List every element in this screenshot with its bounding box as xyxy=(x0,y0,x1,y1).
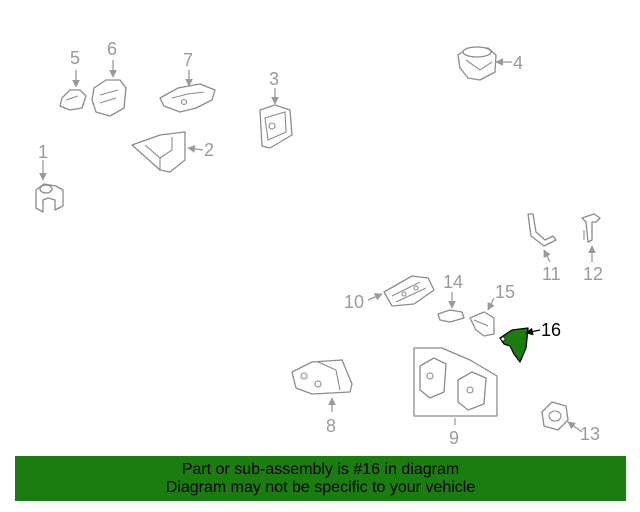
callout-2: 2 xyxy=(204,140,214,160)
callout-8: 8 xyxy=(326,416,336,436)
part-15[interactable]: 15 xyxy=(469,282,515,337)
part-6[interactable]: 6 xyxy=(91,39,127,117)
part-13[interactable]: 13 xyxy=(541,401,600,444)
part-16-highlighted[interactable]: 16 xyxy=(499,320,561,363)
callout-16: 16 xyxy=(541,320,561,340)
part-11[interactable]: 11 xyxy=(527,213,561,284)
part-9[interactable]: 9 xyxy=(413,347,498,448)
callout-10: 10 xyxy=(344,292,364,312)
callout-4: 4 xyxy=(513,53,523,73)
callout-12: 12 xyxy=(583,264,603,284)
part-12[interactable]: 12 xyxy=(581,213,603,284)
part-1[interactable]: 1 xyxy=(35,142,64,213)
callout-6: 6 xyxy=(107,39,117,59)
callout-14: 14 xyxy=(443,272,463,292)
part-14[interactable]: 14 xyxy=(437,272,465,323)
part-3[interactable]: 3 xyxy=(259,69,293,149)
banner-line-1: Part or sub-assembly is #16 in diagram xyxy=(181,461,460,478)
part-8[interactable]: 8 xyxy=(291,359,353,436)
part-7[interactable]: 7 xyxy=(159,50,216,113)
parts-diagram: 1 2 3 4 5 6 xyxy=(35,39,603,448)
callout-15: 15 xyxy=(495,282,515,302)
part-2[interactable]: 2 xyxy=(131,131,214,173)
callout-3: 3 xyxy=(269,69,279,89)
callout-9: 9 xyxy=(449,428,459,448)
banner-line-2: Diagram may not be specific to your vehi… xyxy=(165,479,476,496)
part-10[interactable]: 10 xyxy=(344,275,435,312)
callout-5: 5 xyxy=(70,48,80,68)
callout-1: 1 xyxy=(38,142,48,162)
info-banner: Part or sub-assembly is #16 in diagram D… xyxy=(15,456,626,501)
part-4[interactable]: 4 xyxy=(457,46,523,81)
part-5[interactable]: 5 xyxy=(59,48,87,111)
callout-13: 13 xyxy=(580,424,600,444)
callout-11: 11 xyxy=(542,264,561,284)
callout-7: 7 xyxy=(183,50,193,70)
